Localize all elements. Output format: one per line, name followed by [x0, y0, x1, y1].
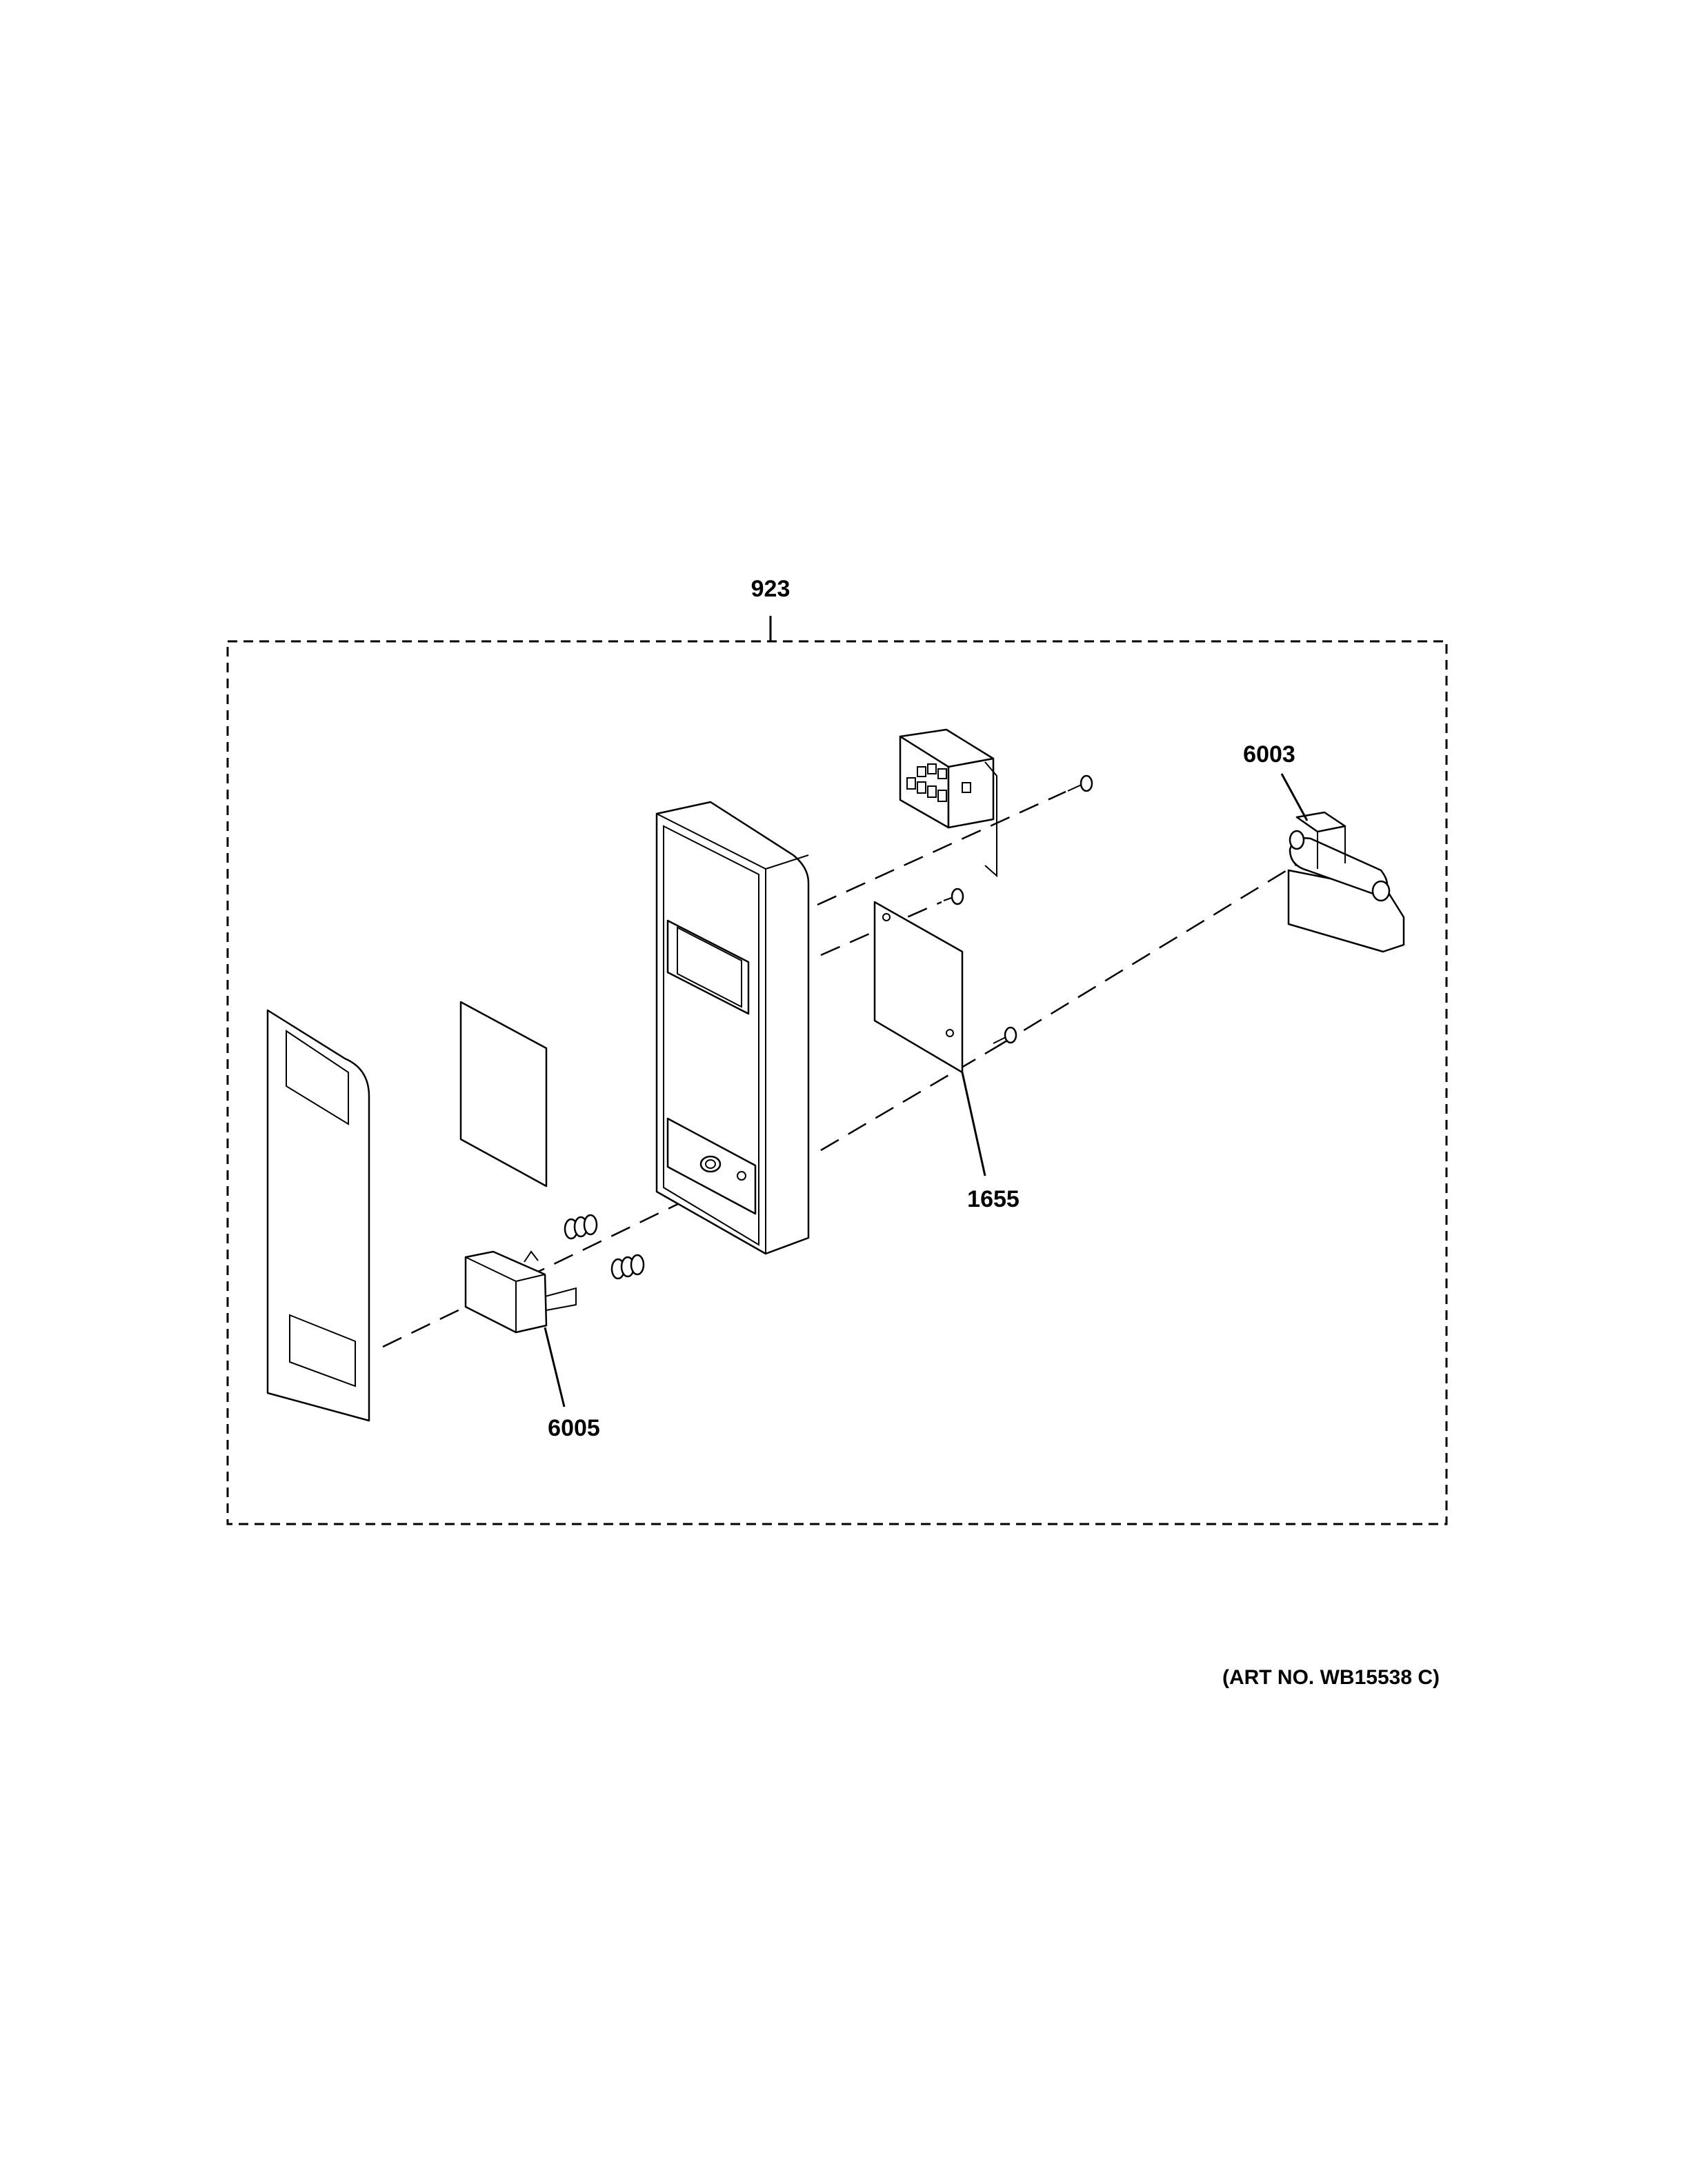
screw-icon	[993, 1026, 1017, 1044]
callout-1655: 1655	[967, 1186, 1020, 1212]
control-panel-frame	[655, 801, 810, 1255]
push-button	[464, 1250, 577, 1334]
door-latch-switch	[1287, 811, 1405, 953]
display-module	[899, 728, 997, 878]
leader-6005	[544, 1327, 566, 1407]
assembly-label: 923	[751, 576, 791, 602]
assembly-boundary	[226, 640, 1448, 1525]
callout-6003: 6003	[1243, 741, 1295, 768]
screws	[943, 774, 1093, 1044]
decal-panel	[266, 1009, 370, 1422]
screw-icon	[943, 888, 964, 905]
callout-6005: 6005	[548, 1415, 600, 1441]
leader-1655	[961, 1072, 986, 1176]
art-number: (ART NO. WB15538 C)	[1222, 1666, 1440, 1689]
springs	[564, 1214, 645, 1280]
membrane-sheet	[459, 1001, 548, 1188]
leader-6003	[1280, 773, 1309, 821]
screw-icon	[1067, 774, 1093, 792]
circuit-board	[873, 901, 964, 1074]
